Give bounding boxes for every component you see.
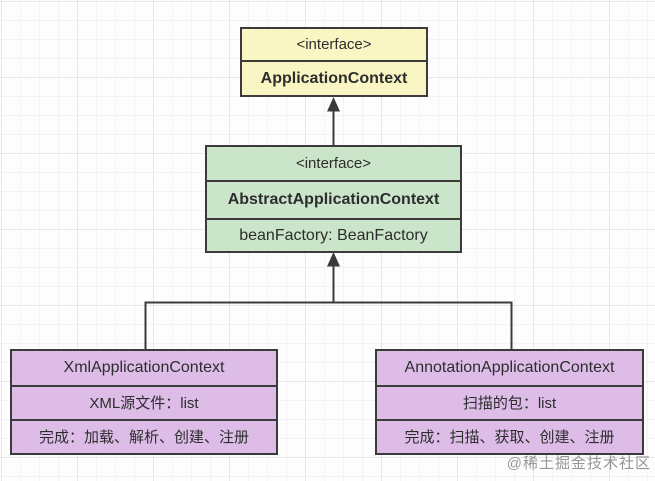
juejin-watermark: @稀土掘金技术社区 (506, 455, 651, 472)
stereotype-label: <interface> (296, 36, 372, 53)
node-annotation-application-context: AnnotationApplicationContext 扫描的包：list 完… (375, 349, 644, 455)
node-xml-application-context: XmlApplicationContext XML源文件：list 完成：加载、… (10, 349, 278, 455)
class-name-label: ApplicationContext (242, 60, 426, 95)
class-name-label: XmlApplicationContext (63, 359, 225, 376)
responsibility-label: 完成：扫描、获取、创建、注册 (377, 419, 642, 453)
arrow-impl-to-abstract-head-icon (327, 252, 340, 267)
node-application-context: <interface> ApplicationContext (240, 27, 428, 97)
node-abstract-application-context: <interface> AbstractApplicationContext b… (205, 145, 462, 253)
arrow-abstract-to-interface-head-icon (327, 97, 340, 112)
field-label: XML源文件：list (12, 385, 276, 419)
impl-branch-connector (144, 301, 513, 350)
class-name-label: AbstractApplicationContext (207, 180, 460, 218)
field-label: beanFactory: BeanFactory (207, 218, 460, 251)
field-label: 扫描的包：list (377, 385, 642, 419)
class-name-label: AnnotationApplicationContext (404, 359, 615, 376)
responsibility-label: 完成：加载、解析、创建、注册 (12, 419, 276, 453)
stereotype-label: <interface> (295, 155, 372, 172)
